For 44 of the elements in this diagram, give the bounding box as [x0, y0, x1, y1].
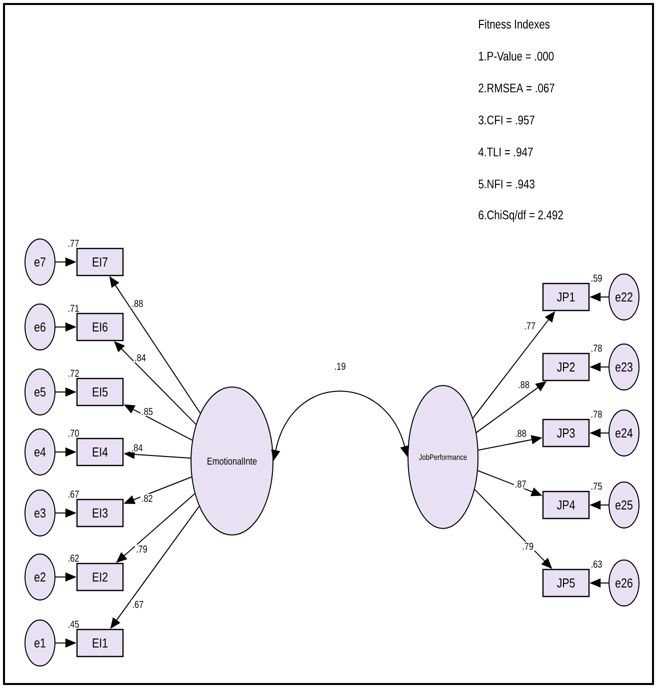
value-label: .67: [68, 490, 79, 498]
indicator-box: EI4: [76, 438, 124, 466]
value-label: .78: [592, 344, 602, 352]
edge-label: .82: [140, 494, 154, 503]
edge-label: .88: [514, 428, 528, 438]
edge-label: .88: [130, 298, 144, 308]
value-label: .77: [68, 240, 79, 247]
edge-label: .87: [514, 480, 528, 489]
indicator-box: EI5: [76, 378, 124, 406]
fit-index-text: 6.ChiSq/df = 2.492: [478, 210, 563, 222]
fit-index-text: 2.RMSEA = .067: [478, 84, 554, 92]
value-label: .62: [68, 554, 79, 562]
indicator-box: EI2: [76, 562, 124, 592]
value-label: .45: [68, 620, 79, 628]
value-label: .59: [592, 274, 602, 282]
edge-label: .84: [133, 353, 147, 362]
fit-index-text: 3.CFI = .957: [478, 116, 534, 124]
value-label: .71: [68, 304, 79, 312]
indicator-box: JP5: [542, 568, 590, 598]
fit-index-text: 1.P-Value = .000: [478, 51, 554, 61]
indicator-box: EI1: [76, 628, 124, 658]
value-label: .75: [592, 482, 602, 490]
edge-label: .84: [130, 443, 144, 452]
fit-index-text: Fitness Indexes: [479, 19, 550, 29]
indicator-box: JP4: [542, 490, 590, 520]
fit-index-text: 5.NFI = .943: [478, 180, 534, 188]
indicator-box: EI7: [76, 248, 124, 276]
value-label: .78: [592, 410, 602, 418]
fit-index-text: 4.TLI = .947: [478, 148, 533, 156]
indicator-box: JP2: [542, 352, 590, 382]
edge-label: .19: [335, 362, 346, 370]
value-label: .63: [592, 560, 602, 568]
edge-label: .77: [523, 321, 537, 330]
edge-label: .67: [131, 600, 145, 609]
value-label: .70: [68, 430, 79, 437]
edge-label: .79: [134, 544, 148, 554]
edge-label: .79: [521, 542, 535, 551]
value-label: .72: [68, 370, 79, 377]
indicator-box: JP3: [542, 418, 590, 448]
edge-label: .88: [517, 380, 530, 390]
indicator-box: JP1: [542, 282, 590, 312]
edge-label: .85: [140, 406, 154, 416]
indicator-box: EI6: [76, 312, 124, 342]
indicator-box: EI3: [76, 498, 124, 528]
